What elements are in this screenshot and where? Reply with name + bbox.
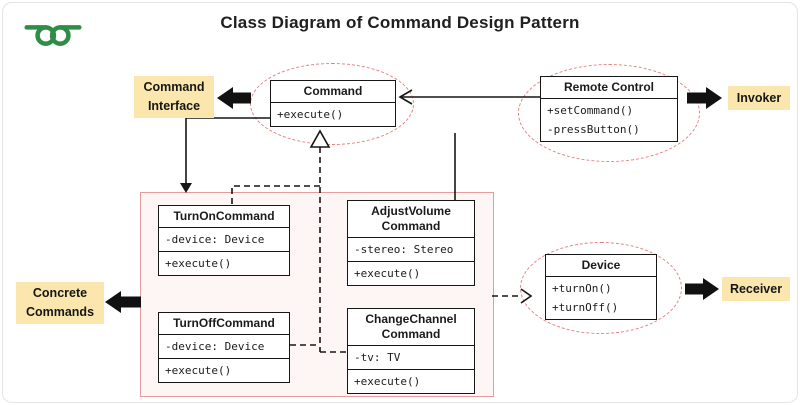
class-turn-on-attribute: -device: Device	[165, 233, 265, 246]
class-remote-control: Remote Control +setCommand() -pressButto…	[540, 76, 678, 142]
class-remote-control-name: Remote Control	[541, 77, 677, 99]
class-adjust-volume-name: AdjustVolume Command	[348, 201, 474, 238]
class-change-channel-command: ChangeChannel Command -tv: TV +execute()	[347, 308, 475, 394]
concrete-commands-arrow-icon	[105, 291, 141, 313]
class-command-method: +execute()	[277, 108, 344, 121]
class-turn-on-method: +execute()	[165, 257, 232, 270]
class-change-channel-name: ChangeChannel Command	[348, 309, 474, 346]
class-remote-control-method: +setCommand()	[547, 104, 634, 117]
class-adjust-volume-method: +execute()	[354, 267, 421, 280]
line-command-to-turnon	[185, 117, 270, 183]
class-change-channel-attribute: -tv: TV	[354, 351, 401, 364]
class-device-name: Device	[546, 255, 656, 277]
class-remote-control-method: -pressButton()	[547, 123, 640, 136]
class-command: Command +execute()	[270, 80, 396, 127]
geeksforgeeks-logo	[24, 25, 82, 46]
label-concrete-commands: Concrete Commands	[16, 282, 104, 324]
class-adjust-volume-command: AdjustVolume Command -stereo: Stereo +ex…	[347, 200, 475, 286]
ellipse-device	[520, 242, 682, 334]
class-turn-on-name: TurnOnCommand	[159, 206, 289, 228]
class-adjust-volume-attribute: -stereo: Stereo	[354, 243, 454, 256]
class-command-name: Command	[271, 81, 395, 103]
receiver-arrow-icon	[685, 278, 719, 300]
page-title: Class Diagram of Command Design Pattern	[220, 13, 580, 32]
class-device-method: +turnOff()	[552, 301, 619, 314]
command-interface-arrow-icon	[217, 87, 251, 109]
ellipse-remote-control	[518, 64, 700, 162]
class-turn-on-command: TurnOnCommand -device: Device +execute()	[158, 205, 290, 276]
label-command-interface: Command Interface	[134, 76, 214, 118]
class-device-method: +turnOn()	[552, 282, 612, 295]
class-turn-off-command: TurnOffCommand -device: Device +execute(…	[158, 312, 290, 383]
class-turn-off-name: TurnOffCommand	[159, 313, 289, 335]
class-turn-off-attribute: -device: Device	[165, 340, 265, 353]
class-turn-off-method: +execute()	[165, 364, 232, 377]
label-receiver: Receiver	[722, 277, 790, 301]
label-invoker: Invoker	[728, 86, 790, 110]
class-device: Device +turnOn() +turnOff()	[545, 254, 657, 320]
class-change-channel-method: +execute()	[354, 375, 421, 388]
